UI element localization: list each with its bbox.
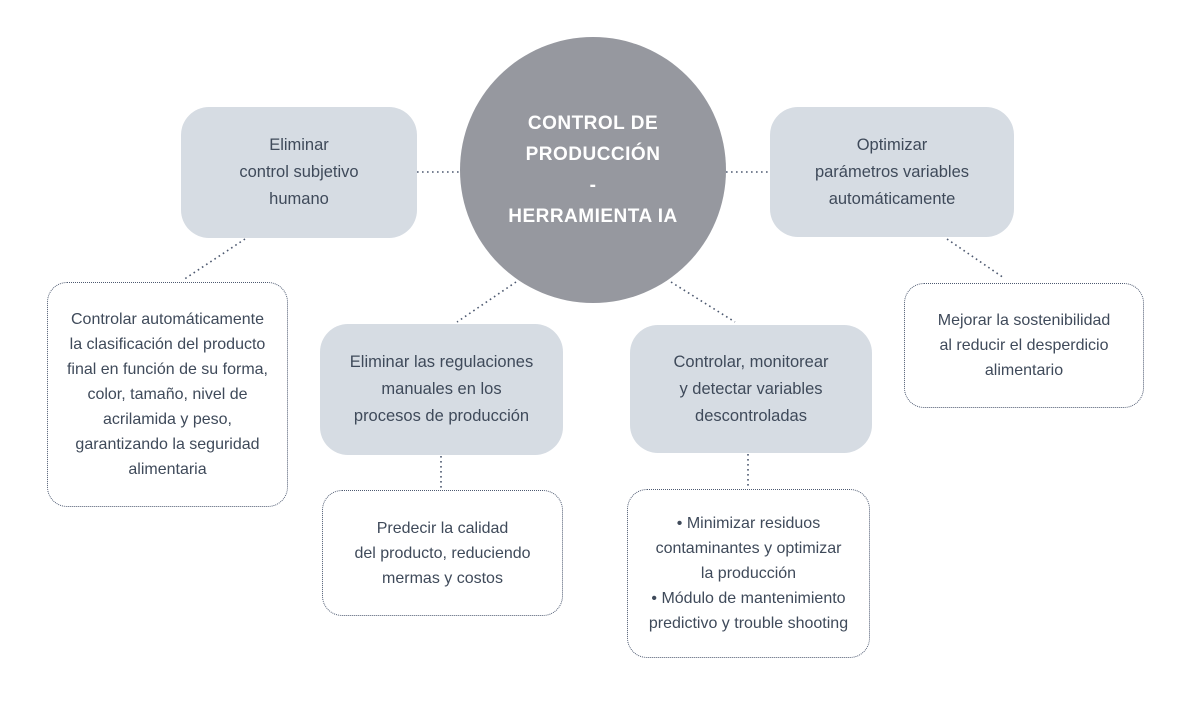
connector-center-to-midleft — [456, 281, 517, 323]
detail-predecir-calidad: Predecir la calidad del producto, reduci… — [322, 490, 563, 616]
detail-text: Controlar automáticamente la clasificaci… — [66, 311, 268, 478]
connector-topright-to-detail — [946, 238, 1005, 279]
node-label: Optimizar parámetros variables automátic… — [814, 135, 970, 208]
node-label: Eliminar las regulaciones manuales en lo… — [349, 353, 534, 425]
node-label: Eliminar control subjetivo humano — [239, 136, 359, 208]
node-eliminar-control-subjetivo: Eliminar control subjetivo humano — [181, 107, 417, 238]
connector-topleft-to-detail — [182, 238, 246, 281]
detail-clasificacion-producto: Controlar automáticamente la clasificaci… — [47, 282, 288, 507]
node-label: Controlar, monitorear y detectar variabl… — [673, 352, 829, 425]
central-node-title: CONTROL DE PRODUCCIÓN - HERRAMIENTA IA — [508, 113, 678, 227]
node-eliminar-regulaciones: Eliminar las regulaciones manuales en lo… — [320, 324, 563, 455]
detail-mejorar-sostenibilidad: Mejorar la sostenibilidad al reducir el … — [904, 283, 1144, 408]
detail-text: • Minimizar residuos contaminantes y opt… — [648, 515, 849, 632]
detail-text: Predecir la calidad del producto, reduci… — [354, 519, 531, 587]
node-optimizar-parametros: Optimizar parámetros variables automátic… — [770, 107, 1014, 237]
detail-text: Mejorar la sostenibilidad al reducir el … — [937, 312, 1111, 379]
detail-minimizar-residuos: • Minimizar residuos contaminantes y opt… — [627, 489, 870, 658]
connector-center-to-midright — [670, 281, 736, 323]
central-node: CONTROL DE PRODUCCIÓN - HERRAMIENTA IA — [460, 37, 726, 303]
node-controlar-monitorear: Controlar, monitorear y detectar variabl… — [630, 325, 872, 453]
